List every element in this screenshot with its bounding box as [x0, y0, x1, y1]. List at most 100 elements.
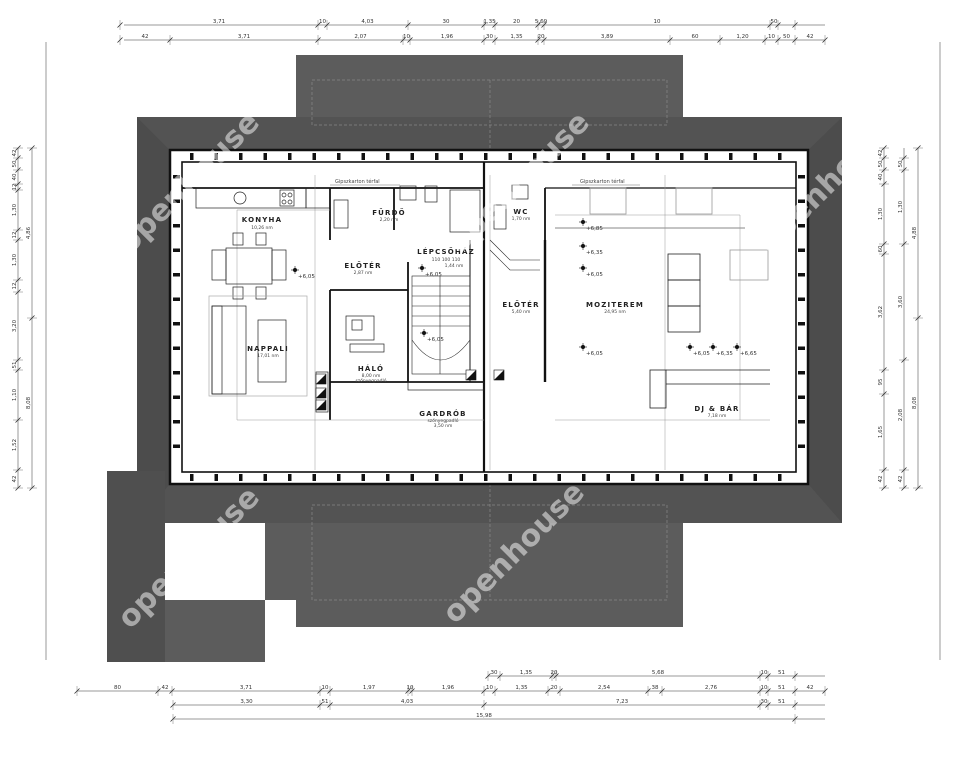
wall-note: Gipszkarton térfal — [580, 178, 625, 185]
rafter-mark — [798, 346, 805, 350]
dining-table — [211, 232, 287, 300]
chair-icon — [232, 286, 244, 300]
dimension-value: 30 — [761, 699, 768, 705]
rafter-mark — [173, 420, 180, 424]
stair-turn — [411, 339, 471, 361]
level-value: +6,05 — [427, 337, 444, 343]
dimension-value: 10 — [486, 685, 493, 691]
dimension-value: 5,68 — [652, 670, 665, 676]
dimension-value: 20 — [551, 670, 558, 676]
coffee-table-icon — [257, 319, 287, 383]
rafter-mark — [459, 153, 463, 160]
dimension-value: 42 — [807, 685, 814, 691]
dimension-value: 4,88 — [912, 226, 918, 239]
rafter-mark — [533, 153, 537, 160]
rafter-mark — [704, 153, 708, 160]
dimension-value: 42 — [162, 685, 169, 691]
dimension-value: 12 — [12, 184, 18, 191]
dimension-value: 3,30 — [240, 699, 253, 705]
room-label-gardrob: GARDRÓB — [419, 409, 466, 418]
dimension-value: 42 — [898, 476, 904, 483]
rafter-mark — [435, 153, 439, 160]
rafter-mark — [214, 153, 218, 160]
dimension-value: 42 — [12, 150, 18, 157]
dimension-value: 10 — [761, 670, 768, 676]
room-label-dj-bar: DJ & BÁR — [694, 404, 739, 413]
dashed-dormer-top — [311, 79, 668, 126]
dimension-value: 3,20 — [12, 319, 18, 332]
dimension-value: 10 — [761, 685, 768, 691]
rafter-mark — [655, 153, 659, 160]
dimension-value: 20 — [538, 34, 545, 40]
kitchen-cabinet — [305, 187, 331, 209]
level-value: +6,05 — [425, 272, 442, 278]
dimension-value: 42 — [878, 476, 884, 483]
room-area-mozi: 24,95 nm — [604, 309, 626, 315]
dimension-value: 8,08 — [912, 396, 918, 409]
dimension-ticks — [13, 20, 923, 724]
rafter-mark — [729, 474, 733, 481]
dimension-value: 51 — [12, 362, 18, 369]
interior: +6,05+6,05+6,05+6,85+6,35+6,05+6,05+6,05… — [168, 148, 810, 486]
rafter-mark — [778, 153, 782, 160]
dimension-value: 38 — [652, 685, 659, 691]
room-label-furdo: FÜRDŐ — [372, 208, 406, 217]
dimension-value: 2,54 — [598, 685, 611, 691]
room-label-wc: WC — [513, 208, 528, 216]
sink-icon — [233, 191, 247, 205]
rafter-marks — [173, 153, 805, 481]
dimension-value: 15,98 — [476, 713, 492, 719]
level-value: +6,05 — [586, 351, 603, 357]
dimension-value: 50 — [878, 160, 884, 167]
rafter-mark — [173, 273, 180, 277]
room-area-wc: 1,70 nm — [512, 216, 531, 222]
rafter-mark — [410, 474, 414, 481]
dimension-value: 50 — [898, 160, 904, 167]
dimension-value: 51 — [778, 699, 785, 705]
outer-wall — [168, 148, 810, 486]
wc-toilet-icon — [511, 184, 529, 200]
chair-icon — [232, 232, 244, 246]
level-value: +6,05 — [586, 272, 603, 278]
dimension-value: 1,35 — [515, 685, 528, 691]
room-area-lepcsohaz: 1,44 nm — [445, 263, 464, 269]
room-label-eloter-1: ELŐTÉR — [344, 261, 381, 270]
dimension-value: 1,65 — [878, 425, 884, 438]
wc-sink-icon — [493, 204, 507, 230]
room-area-eloter-1: 2,87 nm — [354, 270, 373, 276]
rafter-mark — [557, 153, 561, 160]
level-value: +6,35 — [716, 351, 733, 357]
level-marker: +6,05 — [579, 264, 603, 278]
room-label-lepcsohaz: LÉPCSŐHÁZ — [417, 247, 475, 256]
rafter-mark — [798, 199, 805, 203]
rafter-mark — [533, 474, 537, 481]
level-marker: +6,35 — [579, 242, 603, 256]
dimension-value: 95 — [878, 378, 884, 385]
rafter-mark — [361, 474, 365, 481]
rafter-mark — [798, 395, 805, 399]
rafter-mark — [798, 322, 805, 326]
stove-icon — [279, 189, 295, 207]
level-marker: +6,05 — [686, 343, 710, 357]
rafter-mark — [508, 474, 512, 481]
rafter-mark — [173, 444, 180, 448]
rafter-mark — [484, 474, 488, 481]
section-markers — [315, 369, 505, 411]
rafter-mark — [173, 224, 180, 228]
dimension-value: 10 — [322, 685, 329, 691]
rafter-mark — [798, 371, 805, 375]
room-area-halo: 8,00 nm — [362, 373, 381, 379]
rafter-mark — [655, 474, 659, 481]
dimension-value: 1,30 — [12, 203, 18, 216]
level-value: +6,65 — [740, 351, 757, 357]
room-label-eloter-2: ELŐTÉR — [502, 300, 539, 309]
dimension-value: 10 — [407, 685, 414, 691]
rafter-mark — [386, 474, 390, 481]
dimension-value: 1,35 — [483, 19, 496, 25]
dimension-value: 1,20 — [736, 34, 749, 40]
room-label-halo: HÁLÓ — [358, 364, 384, 373]
rafter-mark — [798, 224, 805, 228]
dimension-value: 30 — [486, 34, 493, 40]
dimension-value: 3,89 — [601, 34, 614, 40]
rafter-mark — [337, 153, 341, 160]
